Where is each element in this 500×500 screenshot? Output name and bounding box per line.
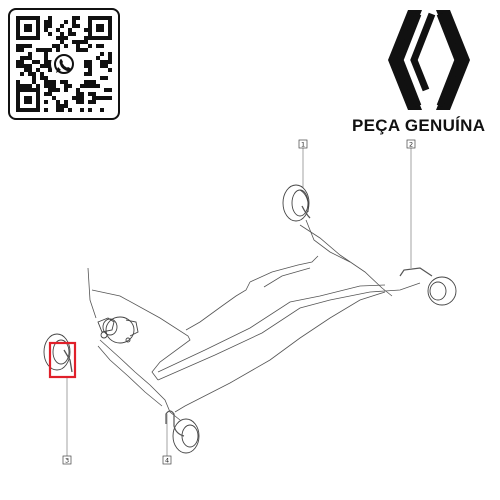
callout-1: 1 bbox=[298, 139, 308, 149]
highlighted-part-box bbox=[48, 341, 77, 379]
callout-2-label: 2 bbox=[409, 141, 413, 149]
qr-finder-top-right bbox=[88, 16, 112, 40]
callout-1-label: 1 bbox=[301, 141, 305, 149]
callout-3-label: 3 bbox=[65, 457, 69, 465]
brake-master-cylinder bbox=[97, 316, 139, 344]
qr-code-graphic bbox=[16, 16, 112, 112]
qr-code bbox=[8, 8, 120, 120]
brand-tagline: PEÇA GENUÍNA bbox=[352, 116, 486, 135]
callout-2: 2 bbox=[406, 139, 416, 149]
qr-finder-bottom-left bbox=[16, 88, 40, 112]
qr-finder-top-left bbox=[16, 16, 40, 40]
callout-3: 3 bbox=[62, 455, 72, 465]
whatsapp-icon bbox=[51, 51, 77, 77]
callout-4-label: 4 bbox=[165, 457, 169, 465]
front-right-wheel bbox=[43, 333, 71, 371]
callout-leaders bbox=[66, 148, 412, 456]
renault-diamond-icon bbox=[388, 10, 470, 110]
rear-right-wheel bbox=[282, 184, 310, 222]
rear-left-wheel bbox=[427, 276, 457, 306]
callout-4: 4 bbox=[162, 455, 172, 465]
brake-lines bbox=[63, 205, 433, 437]
front-left-wheel bbox=[172, 418, 200, 454]
